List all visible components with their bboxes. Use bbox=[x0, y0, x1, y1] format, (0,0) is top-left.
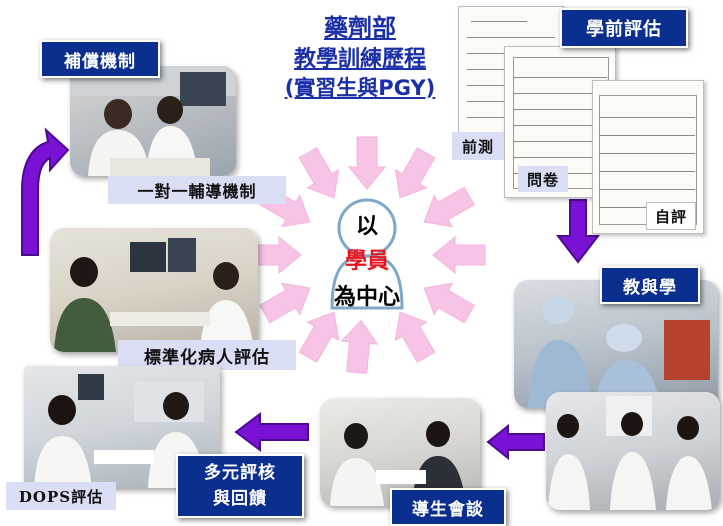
burst-arrow-lower-right bbox=[394, 311, 436, 363]
burst-arrow-upper-right bbox=[394, 147, 436, 199]
center-text-3: 為中心 bbox=[333, 285, 400, 310]
person-silhouette-icon bbox=[330, 198, 404, 310]
photo-one-on-one bbox=[70, 66, 236, 176]
burst-arrow-lower-left bbox=[298, 311, 340, 363]
burst-arrow-left-lower bbox=[259, 282, 311, 324]
arrow-left-bottom bbox=[234, 412, 309, 452]
label-one-on-one: 一對一輔導機制 bbox=[108, 176, 286, 204]
burst-arrow-bottom bbox=[340, 319, 379, 374]
label-teach-learn: 教與學 bbox=[600, 266, 700, 304]
label-dops: DOPS評估 bbox=[6, 482, 116, 510]
photo-standardized-patient bbox=[50, 228, 258, 352]
title-line-2: 教學訓練歷程 bbox=[293, 47, 426, 72]
label-questionnaire: 問卷 bbox=[518, 166, 568, 192]
burst-arrow-right-lower bbox=[423, 282, 475, 324]
label-multi-assessment: 多元評核 與回饋 bbox=[176, 454, 304, 518]
label-pre-assessment: 學前評估 bbox=[560, 8, 688, 48]
arrow-down-right bbox=[555, 199, 601, 264]
burst-arrow-upper-left bbox=[298, 147, 340, 199]
label-self-eval: 自評 bbox=[646, 202, 696, 230]
arrow-up-curved bbox=[21, 127, 70, 256]
label-standardized-patient: 標準化病人評估 bbox=[118, 340, 296, 370]
burst-arrow-top bbox=[347, 136, 387, 190]
label-pretest: 前測 bbox=[452, 132, 504, 160]
arrow-left-middle bbox=[486, 423, 545, 461]
label-compensation: 補償機制 bbox=[40, 40, 160, 78]
center-person-shape bbox=[324, 196, 410, 314]
label-multi-assessment-line1: 多元評核 bbox=[204, 463, 276, 483]
burst-arrow-right bbox=[432, 235, 486, 275]
label-mentor-talk: 導生會談 bbox=[390, 488, 506, 526]
burst-arrow-right-upper bbox=[423, 186, 475, 228]
center-text-2: 學員 bbox=[344, 249, 389, 274]
photo-teach-learn-2 bbox=[546, 392, 720, 510]
title-line-1: 藥劑部 bbox=[324, 14, 396, 42]
center-text-1: 以 bbox=[355, 214, 378, 239]
label-multi-assessment-line2: 與回饋 bbox=[213, 489, 267, 509]
title-line-3: (實習生與PGY) bbox=[284, 76, 436, 100]
